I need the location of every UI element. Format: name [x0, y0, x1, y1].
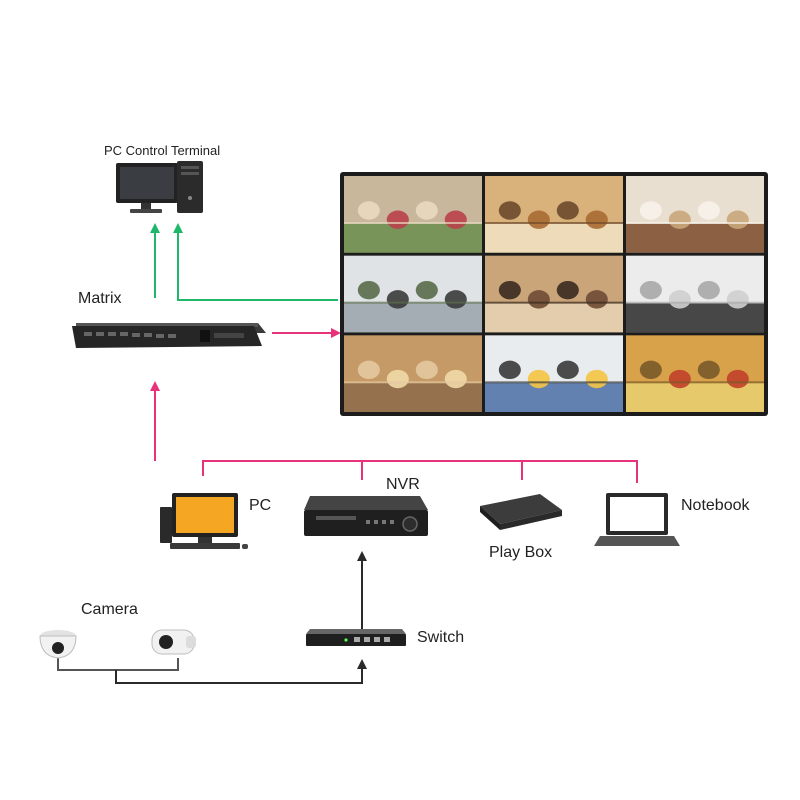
- video-tile-eyewear-store: [626, 255, 764, 333]
- nvr-device-icon: [304, 496, 428, 536]
- video-tile-gym: [344, 255, 482, 333]
- pc-control-terminal-icon: [116, 161, 203, 213]
- camera-label: Camera: [81, 601, 138, 618]
- sources-bus-line: [202, 460, 638, 483]
- video-tile-grocery: [626, 335, 764, 412]
- notebook-icon: [594, 493, 680, 546]
- video-tile-home-decor: [344, 335, 482, 412]
- nvr-label: NVR: [386, 476, 420, 493]
- video-wall-tiles: [344, 176, 764, 412]
- matrix-label: Matrix: [78, 290, 122, 307]
- pc-control-terminal-label: PC Control Terminal: [104, 143, 221, 158]
- pc-icon: [160, 493, 248, 549]
- camera-bus-to-switch-line: [115, 659, 367, 684]
- video-tile-candle-store: [626, 176, 764, 253]
- video-tile-bakery: [485, 176, 623, 253]
- video-wall: [340, 172, 768, 416]
- video-tile-stationery: [485, 335, 623, 412]
- cameras-to-switch-line: [57, 658, 179, 671]
- switch-label: Switch: [417, 629, 465, 646]
- video-tile-cafe: [485, 255, 623, 333]
- play-box-icon: [480, 494, 562, 530]
- notebook-label: Notebook: [681, 497, 750, 514]
- pc-label: PC: [249, 497, 272, 514]
- dome-camera-icon: [39, 630, 77, 659]
- play-box-label: Play Box: [489, 544, 553, 561]
- bullet-camera-icon: [151, 629, 196, 655]
- switch-device-icon: [306, 629, 406, 646]
- videowall-to-terminal-line: [173, 223, 338, 301]
- video-tile-flower-shop: [344, 176, 482, 253]
- matrix-device-icon: [72, 323, 266, 348]
